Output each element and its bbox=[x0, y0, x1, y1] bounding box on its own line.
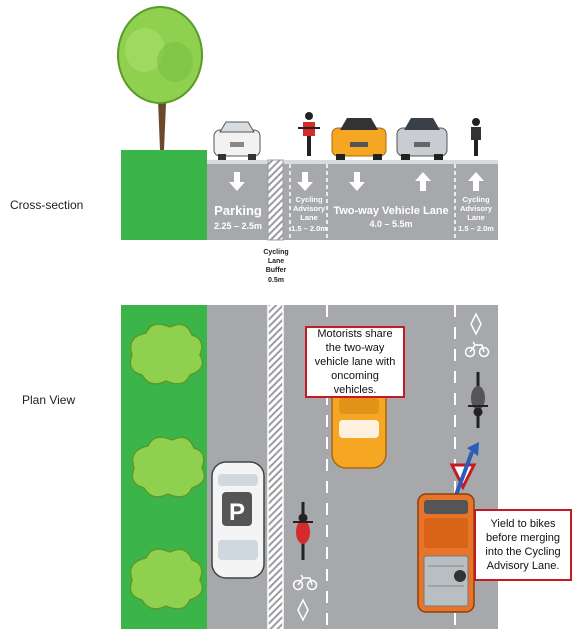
arrow-down-icon bbox=[297, 172, 313, 191]
cycling-lane-right-width: 1.5 – 2.0m bbox=[458, 224, 494, 233]
callout-share-line-3: vehicle lane with bbox=[314, 356, 396, 368]
cyclist-top-icon bbox=[468, 372, 488, 428]
bike-lane-symbol-icon bbox=[292, 574, 318, 591]
buffer-label-2: Lane bbox=[268, 258, 284, 265]
callout-share-line-2: the two-way bbox=[325, 342, 385, 354]
callout-yield-line-4: Advisory Lane. bbox=[486, 560, 560, 572]
cycling-lane-right-label-1: Cycling bbox=[462, 195, 490, 204]
orange-truck-top-icon bbox=[417, 493, 475, 613]
cross-section: Parking 2.25 – 2.5m Cycling Advisory Lan… bbox=[117, 6, 498, 284]
yellow-car-top-icon bbox=[331, 383, 387, 469]
plan-buffer bbox=[268, 305, 283, 629]
cycling-lane-left-label-3: Lane bbox=[300, 213, 318, 222]
buffer-width: 0.5m bbox=[268, 277, 284, 284]
diamond-marking-icon bbox=[297, 598, 309, 622]
bush-icon bbox=[131, 436, 206, 498]
callout-yield-line-3: into the Cycling bbox=[485, 546, 561, 558]
arrow-up-icon bbox=[468, 172, 484, 191]
cycling-lane-left-label-1: Cycling bbox=[295, 195, 323, 204]
silver-car-front-icon bbox=[396, 118, 448, 160]
parked-car-top-icon: P bbox=[211, 461, 265, 579]
buffer-label-1: Cycling bbox=[263, 249, 288, 256]
cross-section-grass bbox=[121, 150, 207, 240]
parking-sign-letter: P bbox=[229, 499, 245, 526]
parked-car-front-icon bbox=[213, 121, 261, 160]
cyclist-back-icon bbox=[471, 118, 481, 156]
callout-yield-line-1: Yield to bikes bbox=[490, 518, 556, 530]
parking-lane-label: Parking bbox=[214, 203, 262, 218]
cross-section-road bbox=[207, 162, 498, 240]
diamond-marking-icon bbox=[470, 312, 482, 336]
cycling-lane-left-width: 1.5 – 2.0m bbox=[291, 224, 327, 233]
bike-lane-symbol-icon bbox=[464, 341, 490, 358]
bush-icon bbox=[129, 548, 204, 610]
buffer-hatch bbox=[267, 159, 284, 241]
bush-icon bbox=[129, 323, 204, 385]
arrow-up-icon bbox=[415, 172, 431, 191]
cyclist-front-icon bbox=[298, 112, 320, 156]
yellow-car-front-icon bbox=[331, 118, 387, 160]
vehicle-lane-width: 4.0 – 5.5m bbox=[369, 219, 412, 229]
cyclist-top-icon bbox=[293, 502, 313, 560]
callout-yield-line-2: before merging bbox=[486, 532, 560, 544]
cycling-lane-left-label-2: Advisory bbox=[293, 204, 326, 213]
tree-illustration bbox=[117, 6, 203, 150]
cycling-lane-right-label-2: Advisory bbox=[460, 204, 493, 213]
callout-share-lane: Motorists share the two-way vehicle lane… bbox=[305, 326, 405, 398]
buffer-label-3: Buffer bbox=[266, 267, 287, 274]
plan-view-label: Plan View bbox=[22, 393, 76, 407]
callout-yield: Yield to bikes before merging into the C… bbox=[474, 509, 572, 581]
vehicle-lane-label: Two-way Vehicle Lane bbox=[333, 205, 448, 217]
arrow-down-icon bbox=[229, 172, 245, 191]
callout-share-line-1: Motorists share bbox=[317, 328, 393, 340]
callout-share-line-4: oncoming vehicles. bbox=[331, 370, 379, 396]
lane-arrows bbox=[229, 172, 484, 191]
cross-section-label: Cross-section bbox=[10, 198, 84, 212]
cycling-lane-right-label-3: Lane bbox=[467, 213, 485, 222]
merge-arrow-icon bbox=[454, 442, 479, 496]
parking-lane-width: 2.25 – 2.5m bbox=[214, 221, 262, 231]
arrow-down-icon bbox=[349, 172, 365, 191]
